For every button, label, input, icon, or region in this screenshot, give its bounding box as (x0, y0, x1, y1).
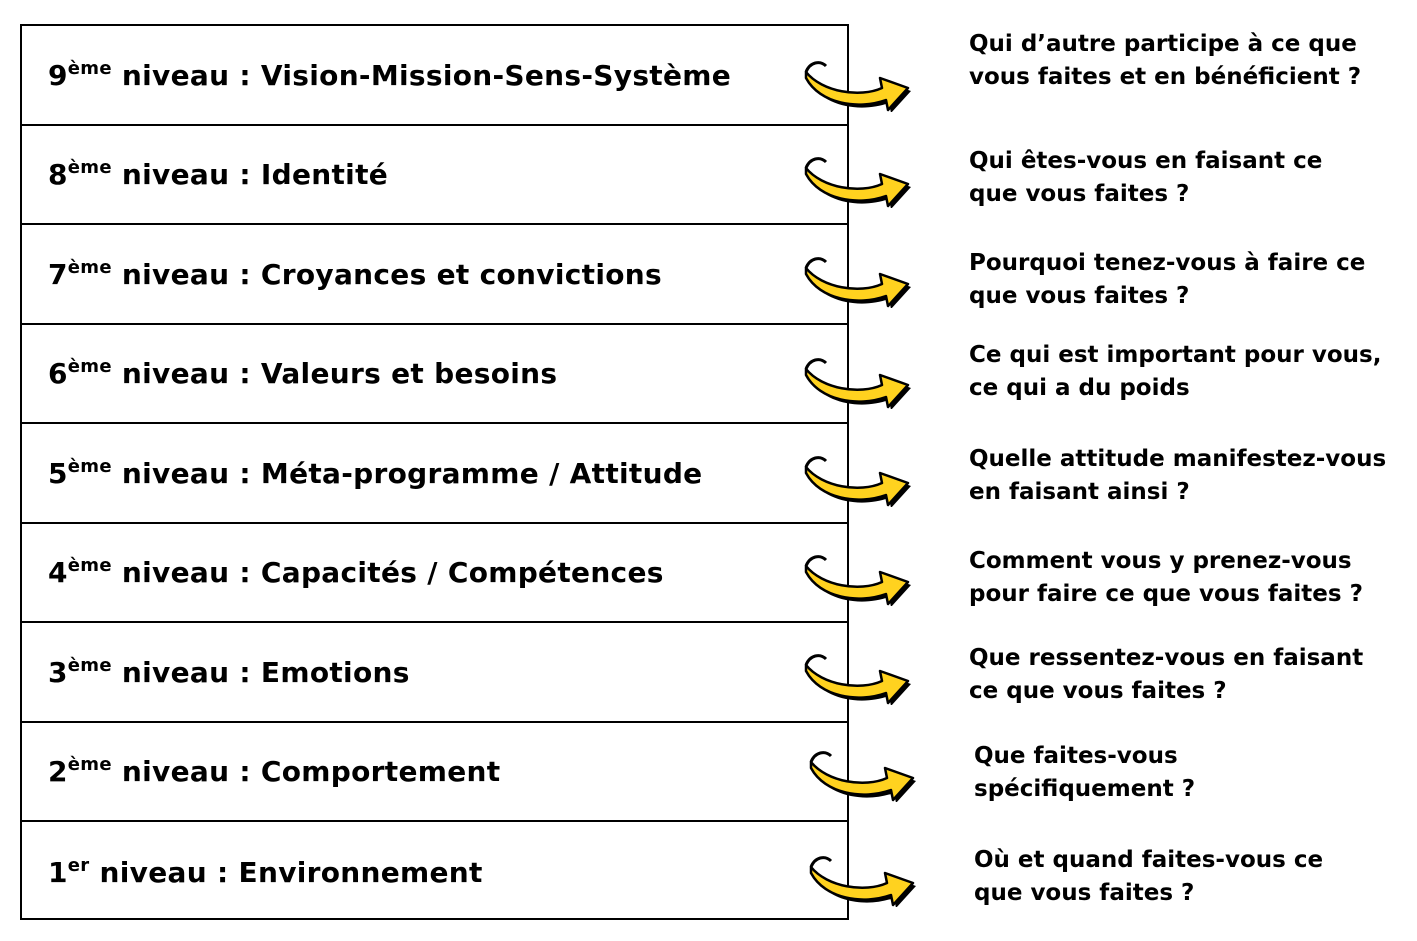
question-line: Ce qui est important pour vous, (969, 342, 1382, 368)
question-line: Que faites-vous (974, 743, 1178, 769)
level-8-box: 8ème niveau : Identité (22, 126, 847, 225)
level-5-box: 5ème niveau : Méta-programme / Attitude (22, 424, 847, 524)
level-title: niveau : Emotions (111, 655, 410, 689)
level-suffix: ème (67, 455, 112, 477)
question-level-4: Comment vous y prenez-vous pour faire ce… (969, 545, 1363, 611)
level-title: niveau : Croyances et convictions (111, 257, 662, 291)
question-level-2: Que faites-vous spécifiquement ? (974, 740, 1195, 806)
question-line: que vous faites ? (969, 181, 1190, 207)
question-level-7: Pourquoi tenez-vous à faire ce que vous … (969, 247, 1365, 313)
level-2-box: 2ème niveau : Comportement (22, 723, 847, 822)
question-line: spécifiquement ? (974, 776, 1196, 802)
level-suffix: ème (67, 654, 112, 676)
level-number: 6 (48, 357, 68, 391)
level-title: niveau : Valeurs et besoins (111, 357, 558, 391)
question-line: Qui êtes-vous en faisant ce (969, 148, 1323, 174)
question-line: Que ressentez-vous en faisant (969, 645, 1364, 671)
question-line: que vous faites ? (969, 283, 1190, 309)
curved-arrow-icon (804, 555, 912, 606)
question-level-5: Quelle attitude manifestez-vous en faisa… (969, 443, 1386, 509)
level-3-box: 3ème niveau : Emotions (22, 623, 847, 723)
level-number: 9 (48, 58, 68, 92)
question-level-8: Qui êtes-vous en faisant ce que vous fai… (969, 145, 1322, 211)
level-8-label: 8ème niveau : Identité (48, 157, 388, 191)
curved-arrow-icon (804, 456, 912, 507)
question-line: ce que vous faites ? (969, 678, 1227, 704)
level-number: 8 (48, 158, 68, 192)
level-suffix: ème (67, 555, 112, 577)
level-suffix: ème (67, 157, 112, 179)
question-line: Quelle attitude manifestez-vous (969, 446, 1387, 472)
level-title: niveau : Méta-programme / Attitude (111, 456, 703, 490)
level-5-label: 5ème niveau : Méta-programme / Attitude (48, 456, 702, 490)
level-4-label: 4ème niveau : Capacités / Compétences (48, 555, 664, 589)
level-suffix: ème (67, 356, 112, 378)
question-line: Où et quand faites-vous ce (974, 847, 1324, 873)
level-1-label: 1er niveau : Environnement (48, 855, 483, 889)
curved-arrow-icon (809, 856, 917, 907)
level-2-label: 2ème niveau : Comportement (48, 754, 500, 788)
level-4-box: 4ème niveau : Capacités / Compétences (22, 524, 847, 623)
level-6-box: 6ème niveau : Valeurs et besoins (22, 325, 847, 424)
level-3-label: 3ème niveau : Emotions (48, 655, 410, 689)
question-line: Comment vous y prenez-vous (969, 548, 1352, 574)
question-line: en faisant ainsi ? (969, 479, 1190, 505)
question-level-9: Qui d’autre participe à ce que vous fait… (969, 28, 1361, 94)
question-level-6: Ce qui est important pour vous, ce qui a… (969, 339, 1381, 405)
question-level-1: Où et quand faites-vous ce que vous fait… (974, 844, 1323, 910)
question-line: que vous faites ? (974, 880, 1195, 906)
level-number: 4 (48, 556, 68, 590)
level-number: 1 (48, 855, 68, 889)
curved-arrow-icon (804, 358, 912, 409)
levels-stack: 9ème niveau : Vision-Mission-Sens-Systèm… (20, 24, 849, 920)
level-7-label: 7ème niveau : Croyances et convictions (48, 257, 662, 291)
level-suffix: ème (67, 57, 112, 79)
level-title: niveau : Identité (111, 158, 389, 192)
level-9-label: 9ème niveau : Vision-Mission-Sens-Systèm… (48, 58, 731, 92)
level-1-box: 1er niveau : Environnement (22, 822, 847, 922)
level-suffix: er (67, 854, 90, 876)
level-number: 7 (48, 257, 68, 291)
level-number: 2 (48, 755, 68, 789)
question-level-3: Que ressentez-vous en faisant ce que vou… (969, 642, 1363, 708)
question-line: Pourquoi tenez-vous à faire ce (969, 250, 1366, 276)
curved-arrow-icon (804, 654, 912, 705)
level-suffix: ème (67, 754, 112, 776)
level-9-box: 9ème niveau : Vision-Mission-Sens-Systèm… (22, 26, 847, 126)
level-title: niveau : Environnement (89, 855, 483, 889)
level-number: 5 (48, 456, 68, 490)
curved-arrow-icon (804, 61, 912, 112)
level-title: niveau : Capacités / Compétences (111, 556, 664, 590)
question-line: ce qui a du poids (969, 375, 1190, 401)
curved-arrow-icon (809, 751, 917, 802)
curved-arrow-icon (804, 157, 912, 208)
level-suffix: ème (67, 256, 112, 278)
question-line: vous faites et en bénéficient ? (969, 64, 1362, 90)
level-title: niveau : Vision-Mission-Sens-Système (111, 58, 732, 92)
curved-arrow-icon (804, 257, 912, 308)
level-title: niveau : Comportement (111, 755, 501, 789)
level-7-box: 7ème niveau : Croyances et convictions (22, 225, 847, 325)
question-line: Qui d’autre participe à ce que (969, 31, 1357, 57)
question-line: pour faire ce que vous faites ? (969, 581, 1363, 607)
level-number: 3 (48, 655, 68, 689)
level-6-label: 6ème niveau : Valeurs et besoins (48, 356, 557, 390)
